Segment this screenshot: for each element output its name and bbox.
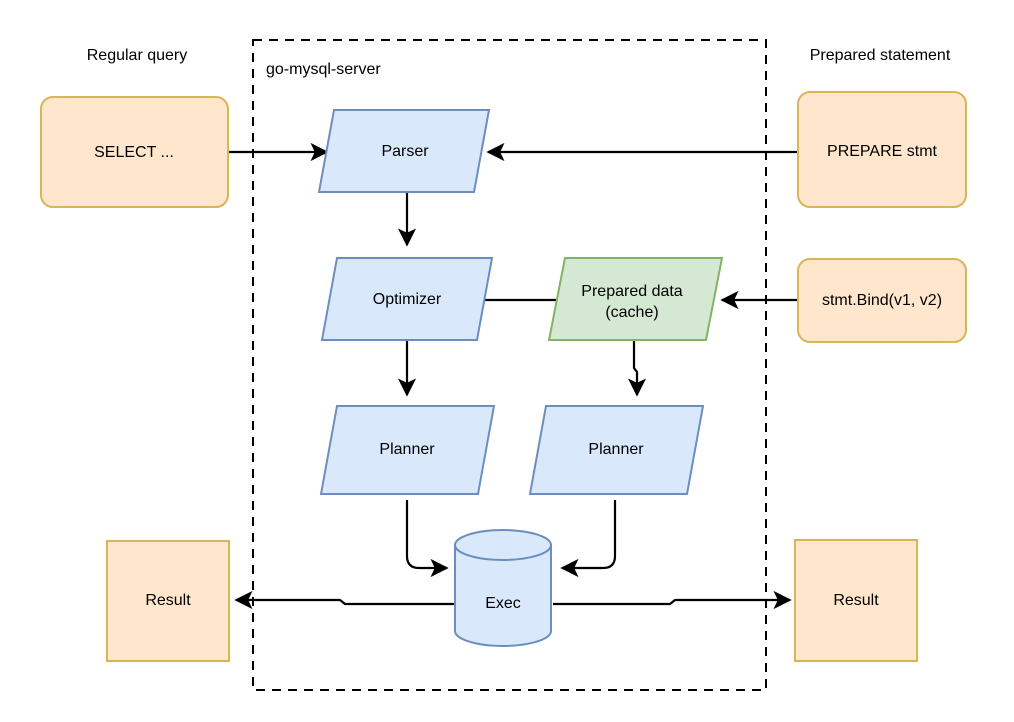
node-result-right-shape[interactable] — [794, 539, 918, 662]
node-prepared-data-shape[interactable] — [547, 257, 724, 341]
node-planner-right[interactable]: Planner — [528, 405, 705, 495]
node-exec-body[interactable] — [454, 544, 552, 647]
node-parser-shape[interactable] — [317, 109, 491, 193]
node-select[interactable]: SELECT ... — [40, 96, 229, 208]
node-optimizer[interactable]: Optimizer — [320, 257, 494, 341]
node-bind-shape[interactable] — [797, 258, 967, 343]
node-optimizer-shape[interactable] — [320, 257, 494, 341]
node-prepare-shape[interactable] — [797, 91, 967, 208]
node-exec[interactable]: Exec — [454, 529, 552, 647]
node-exec-top — [454, 529, 552, 561]
caption-prepared-statement: Prepared statement — [810, 47, 951, 64]
node-result-left-shape[interactable] — [106, 540, 230, 662]
node-planner-right-shape[interactable] — [528, 405, 705, 495]
go-mysql-server-container — [252, 39, 767, 691]
node-result-left[interactable]: Result — [106, 540, 230, 662]
node-result-right[interactable]: Result — [794, 539, 918, 662]
caption-regular-query: Regular query — [87, 47, 188, 64]
edge-exec-to-result-left — [234, 590, 550, 610]
node-planner-left-shape[interactable] — [319, 405, 496, 495]
node-prepared-data[interactable]: Prepared data (cache) — [547, 257, 724, 341]
node-select-shape[interactable] — [40, 96, 229, 208]
node-bind[interactable]: stmt.Bind(v1, v2) — [797, 258, 967, 343]
node-parser[interactable]: Parser — [317, 109, 491, 193]
edge-exec-to-result-right — [553, 590, 792, 610]
node-prepare[interactable]: PREPARE stmt — [797, 91, 967, 208]
node-planner-left[interactable]: Planner — [319, 405, 496, 495]
edge-planner-right-to-exec — [560, 500, 617, 578]
container-label: go-mysql-server — [266, 61, 381, 78]
edge-prepared-data-to-planner-right — [627, 340, 647, 397]
edge-planner-left-to-exec — [405, 500, 449, 578]
